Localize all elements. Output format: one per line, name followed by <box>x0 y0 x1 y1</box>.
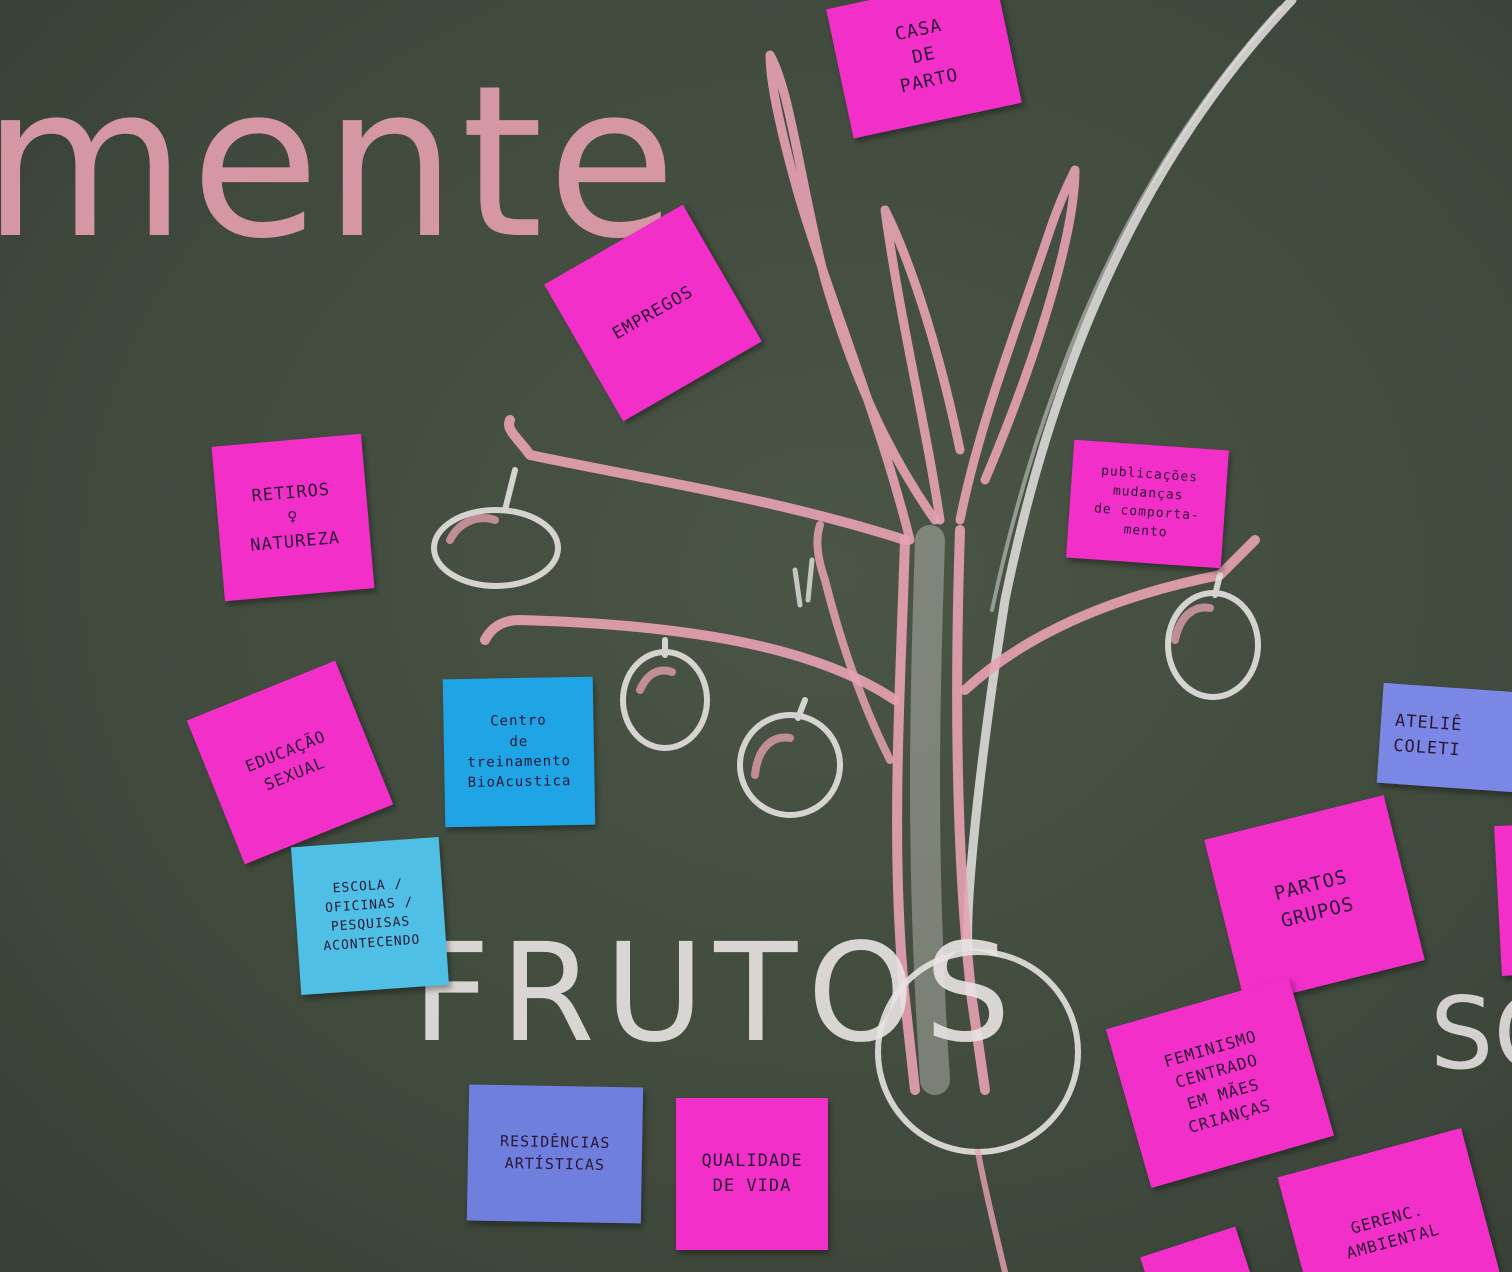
note-escola-oficinas: ESCOLA / OFICINAS / PESQUISAS ACONTECEND… <box>291 837 449 995</box>
fruit-2 <box>620 649 710 751</box>
note-residencias-artisticas: RESIDÊNCIAS ARTÍSTICAS <box>466 1084 644 1224</box>
tree-trunk-fill <box>910 525 950 1095</box>
chalk-curve-white <box>963 0 1297 955</box>
note-atelie-coletivo: ATELIÊ COLETI <box>1376 682 1512 794</box>
tree-branch-upper-right <box>955 165 1080 525</box>
chalk-curve-white-inner <box>990 6 1282 612</box>
tree-branch-left-low <box>480 615 900 705</box>
fruit-4-stem <box>1212 572 1223 598</box>
fruit-3-stem <box>795 697 808 721</box>
fruit-1 <box>431 507 561 589</box>
tree-branch-short <box>813 521 894 764</box>
chalk-word-frutos: FRUTOS <box>412 915 1021 1073</box>
chalk-word-mente: mente <box>0 40 681 285</box>
root-line <box>975 1149 1008 1272</box>
note-centro-bioacustica: Centro de treinamento BioAcustica <box>442 676 596 828</box>
tree-branch-right <box>960 535 1260 695</box>
note-qualidade-de-vida: QUALIDADE DE VIDA <box>676 1098 828 1250</box>
tree-branch-upper-mid <box>880 205 965 525</box>
chalk-word-so: SO <box>1430 975 1512 1092</box>
fruit-1-stem <box>502 467 518 513</box>
fruit-3 <box>737 712 843 818</box>
note-publicacoes: publicações mudanças de comporta- mento <box>1066 439 1229 569</box>
note-retiros-natureza: RETIROS ♀ NATUREZA <box>211 433 375 602</box>
tree-branch-upper-left <box>765 50 940 545</box>
tree-branch-left-top <box>504 415 910 545</box>
